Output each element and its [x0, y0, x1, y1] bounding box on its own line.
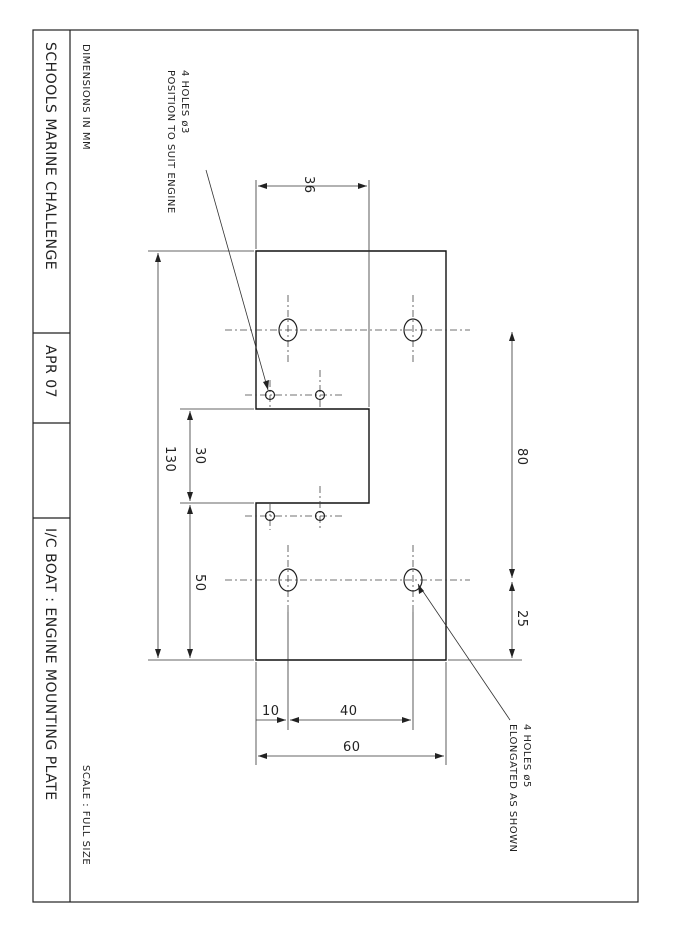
large-hole: [278, 318, 298, 342]
dim-80-label: 80: [514, 448, 529, 466]
arrowhead: [509, 569, 515, 578]
arrowhead: [290, 717, 299, 723]
arrowhead: [418, 584, 424, 594]
arrowhead: [277, 717, 286, 723]
arrowhead: [155, 649, 161, 658]
large-hole: [403, 568, 423, 592]
small-hole: [264, 510, 276, 522]
large-hole: [403, 318, 423, 342]
small-hole: [314, 510, 326, 522]
arrowhead: [263, 380, 269, 390]
dim-60-label: 60: [343, 740, 361, 755]
arrowhead: [187, 649, 193, 658]
scale-note: SCALE : FULL SIZE: [80, 765, 91, 865]
organisation-label: SCHOOLS MARINE CHALLENGE: [42, 42, 58, 270]
large-hole: [278, 568, 298, 592]
units-note: DIMENSIONS IN MM: [80, 44, 91, 150]
arrowhead: [187, 411, 193, 420]
small-hole: [314, 389, 326, 401]
arrowhead: [402, 717, 411, 723]
drawing-title: I/C BOAT : ENGINE MOUNTING PLATE: [42, 528, 58, 801]
large-holes-note-line2: ELONGATED AS SHOWN: [507, 724, 518, 852]
dim-25-label: 25: [514, 610, 529, 628]
small-hole: [264, 389, 276, 401]
small-holes-note-line1: 4 HOLES ø3: [179, 70, 190, 134]
arrowhead: [258, 753, 267, 759]
arrowhead: [509, 582, 515, 591]
drawing-border: [32, 29, 639, 903]
small-holes-note-line2: POSITION TO SUIT ENGINE: [165, 70, 176, 214]
dim-40-label: 40: [340, 704, 358, 719]
dim-30-label: 30: [192, 447, 207, 465]
arrowhead: [187, 492, 193, 501]
arrowhead: [509, 332, 515, 341]
dim-36-label: 36: [301, 176, 316, 194]
dim-50-label: 50: [192, 574, 207, 592]
arrowhead: [187, 505, 193, 514]
arrowhead: [155, 253, 161, 262]
date-label: APR 07: [42, 345, 58, 398]
arrowhead: [435, 753, 444, 759]
large-holes-note-line1: 4 HOLES ø5: [521, 724, 532, 788]
dim-130-label: 130: [162, 446, 177, 472]
leader-small-holes: [205, 169, 269, 391]
arrowhead: [509, 649, 515, 658]
leader-large-holes: [417, 583, 511, 721]
arrowhead: [358, 183, 367, 189]
dim-10-label: 10: [262, 704, 280, 719]
arrowhead: [258, 183, 267, 189]
plate-outline: [255, 250, 447, 661]
